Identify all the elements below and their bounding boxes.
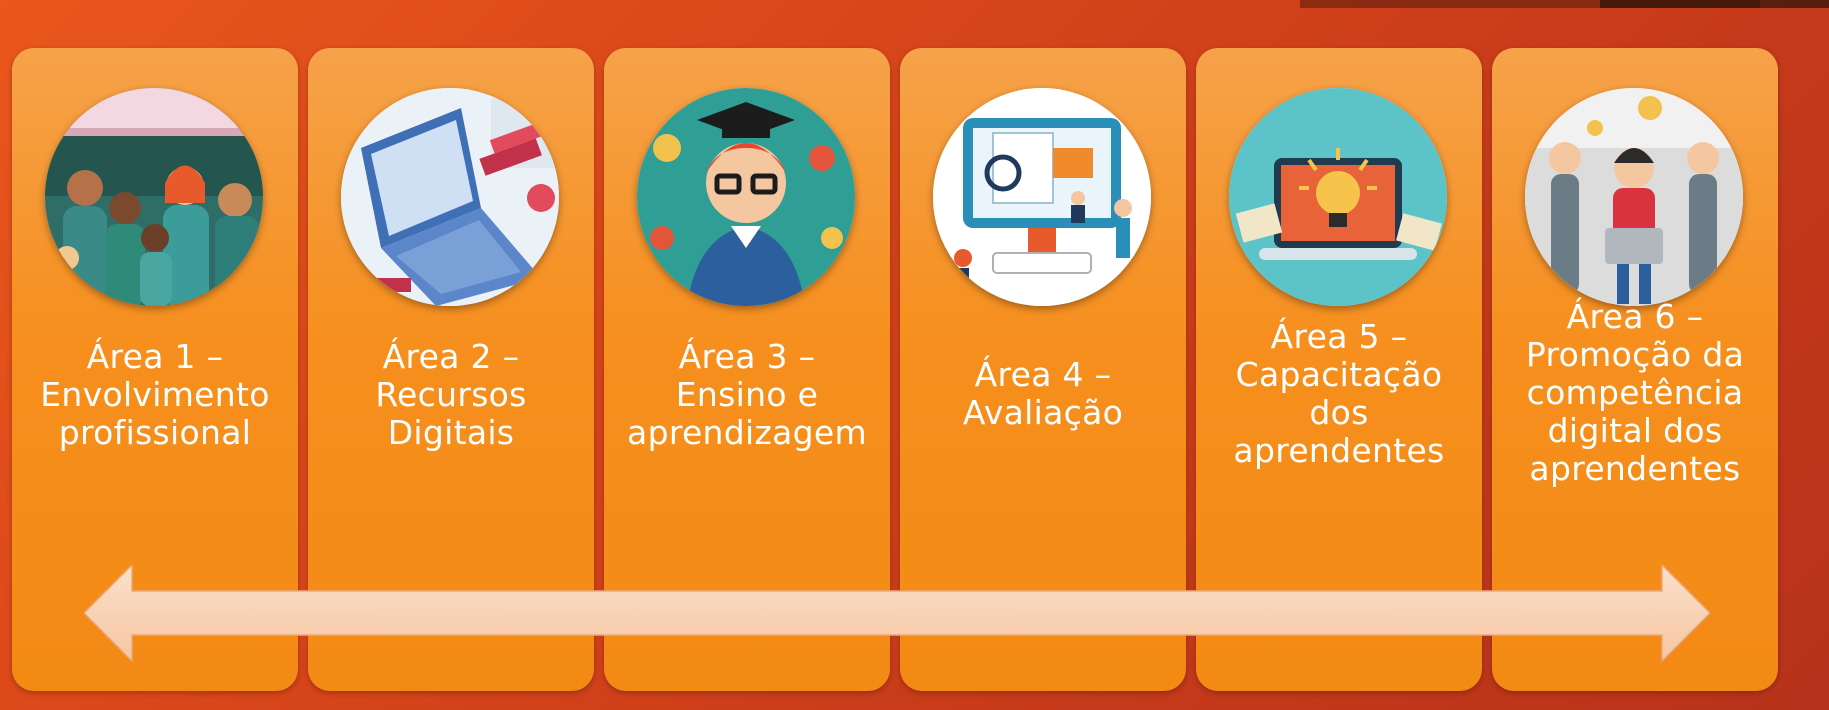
area-card-6: Área 6 – Promoção da competência digital… xyxy=(1492,48,1778,691)
area-3-line-3: aprendizagem xyxy=(627,413,867,452)
area-6-line-4: digital dos xyxy=(1547,411,1723,450)
area-card-3: Área 3 – Ensino e aprendizagem xyxy=(604,48,890,691)
areas-diagram: Área 1 – Envolvimento profissional Área … xyxy=(12,48,1780,691)
top-decoration-bar-dark xyxy=(1600,0,1829,8)
area-2-line-2: Recursos xyxy=(375,375,527,414)
area-4-line-2: Avaliação xyxy=(962,393,1124,432)
area-3-line-1: Área 3 – xyxy=(678,337,816,376)
area-2-line-3: Digitais xyxy=(387,413,515,452)
area-5-line-4: aprendentes xyxy=(1233,431,1445,470)
area-card-5: Área 5 – Capacitação dos aprendentes xyxy=(1196,48,1482,691)
double-headed-arrow-icon xyxy=(84,565,1710,661)
area-5-line-2: Capacitação xyxy=(1235,355,1443,394)
area-1-line-1: Área 1 – xyxy=(86,337,224,376)
area-card-4: Área 4 – Avaliação xyxy=(900,48,1186,691)
teachers-group-icon xyxy=(45,88,263,306)
area-label-2: Área 2 – Recursos Digitais xyxy=(318,338,584,598)
area-label-3: Área 3 – Ensino e aprendizagem xyxy=(614,338,880,598)
area-6-line-3: competência xyxy=(1526,373,1744,412)
laptop-resources-icon xyxy=(341,88,559,306)
area-1-line-2: Envolvimento xyxy=(40,375,270,414)
computer-assessment-icon xyxy=(933,88,1151,306)
area-2-line-1: Área 2 – xyxy=(382,337,520,376)
area-4-line-1: Área 4 – xyxy=(974,355,1112,394)
area-1-line-3: profissional xyxy=(58,413,252,452)
area-label-5: Área 5 – Capacitação dos aprendentes xyxy=(1206,318,1472,578)
area-card-1: Área 1 – Envolvimento profissional xyxy=(12,48,298,691)
area-6-line-2: Promoção da xyxy=(1525,335,1745,374)
top-decoration-bar xyxy=(1300,0,1760,8)
graduate-student-icon xyxy=(637,88,855,306)
area-label-1: Área 1 – Envolvimento profissional xyxy=(22,338,288,598)
area-label-6: Área 6 – Promoção da competência digital… xyxy=(1502,298,1768,558)
area-3-line-2: Ensino e xyxy=(675,375,819,414)
area-5-line-3: dos xyxy=(1309,393,1369,432)
lightbulb-laptop-icon xyxy=(1229,88,1447,306)
area-5-line-1: Área 5 – xyxy=(1270,317,1408,356)
area-6-line-1: Área 6 – xyxy=(1566,297,1704,336)
area-label-4: Área 4 – Avaliação xyxy=(910,356,1176,616)
digital-learner-icon xyxy=(1525,88,1743,306)
area-6-line-5: aprendentes xyxy=(1529,449,1741,488)
area-card-2: Área 2 – Recursos Digitais xyxy=(308,48,594,691)
